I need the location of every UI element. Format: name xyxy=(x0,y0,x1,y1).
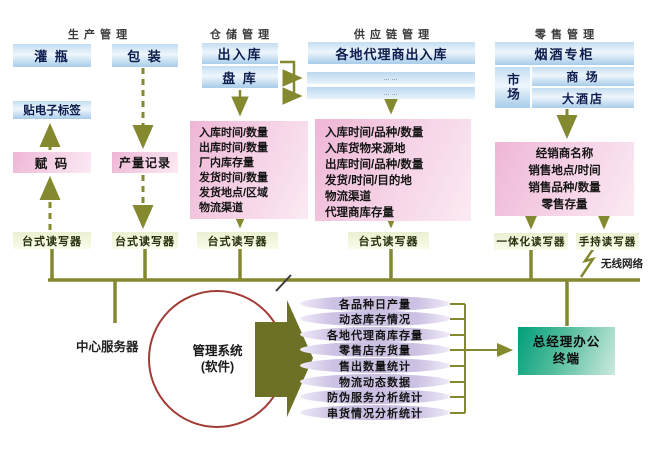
manager-terminal-box: 总经理办公 终端 xyxy=(518,327,615,375)
output-item: 串货情况分析统计 xyxy=(300,405,450,420)
central-server-label: 中心服务器 xyxy=(76,340,139,354)
reader-desktop-1: 台式读写器 xyxy=(13,232,91,249)
management-system-line1: 管理系统 xyxy=(192,344,243,358)
box-warehouse-inout: 出入库 xyxy=(202,43,278,64)
cell-hotel: 大酒店 xyxy=(532,88,634,108)
header-production: 生 产 管 理 xyxy=(67,29,129,41)
output-bracket xyxy=(450,303,513,414)
output-item: 物流动态数据 xyxy=(300,374,450,389)
panel-line: 经销商名称 xyxy=(535,148,594,160)
reader-handheld: 手持读写器 xyxy=(576,233,639,250)
output-item: 售出数量统计 xyxy=(300,358,450,373)
panel-line: 发货/时间/目的地 xyxy=(325,175,412,187)
box-liquor-counter: 烟酒专柜 xyxy=(495,42,634,65)
panel-line: 发货地点/区域 xyxy=(199,187,269,199)
box-coding: 赋 码 xyxy=(13,152,91,173)
management-system-line2: (软件) xyxy=(200,360,235,374)
box-output-record: 产量记录 xyxy=(112,152,178,173)
header-supply-chain: 供 应 链 管 理 xyxy=(353,29,431,41)
panel-supply-data: 入库时间/品种/数量 入库货物来源地 出库时间/品种/数量 发货/时间/目的地 … xyxy=(315,119,471,221)
box-stocktake: 盘 库 xyxy=(202,66,278,88)
panel-line: 零售存量 xyxy=(541,199,588,211)
panel-line: 厂内库存量 xyxy=(199,157,254,169)
wireless-network-label: 无线网络 xyxy=(601,258,643,270)
panel-line: 销售品种/数量 xyxy=(528,182,601,194)
panel-line: 入库时间/品种/数量 xyxy=(325,127,424,139)
output-item: 零售店存货量 xyxy=(300,342,450,357)
output-item: 动态库存情况 xyxy=(300,311,450,326)
panel-line: 出库时间/品种/数量 xyxy=(325,159,424,171)
box-attach-tag: 贴电子标签 xyxy=(13,101,91,119)
panel-line: 代理商库存量 xyxy=(325,207,394,219)
panel-line: 发货时间/数量 xyxy=(199,172,269,184)
box-packaging: 包 装 xyxy=(112,44,178,67)
reader-desktop-2: 台式读写器 xyxy=(112,232,178,249)
cell-market: 市场 xyxy=(495,67,530,108)
panel-retail-data: 经销商名称 销售地点/时间 销售品种/数量 零售存量 xyxy=(495,142,634,216)
reader-integrated: 一体化读写器 xyxy=(494,233,568,250)
output-item: 防伪服务分析统计 xyxy=(300,389,450,404)
panel-line: 物流渠道 xyxy=(325,191,371,203)
reader-desktop-3: 台式读写器 xyxy=(197,232,278,249)
box-agent-inout: 各地代理商出入库 xyxy=(308,42,475,64)
panel-line: 入库货物来源地 xyxy=(325,143,406,155)
output-item: 各品种日产量 xyxy=(300,296,450,311)
cell-mall: 商 场 xyxy=(532,67,634,86)
panel-warehouse-data: 入库时间/数量 出库时间/数量 厂内库存量 发货时间/数量 发货地点/区域 物流… xyxy=(190,121,308,219)
panel-line: 物流渠道 xyxy=(199,202,243,214)
manager-terminal-line2: 终端 xyxy=(552,352,580,366)
management-system-label: 管理系统 (软件) xyxy=(160,343,275,375)
bus-break-mark xyxy=(275,274,292,292)
agent-bar-2: …… xyxy=(307,87,475,99)
output-item: 各地代理商库存量 xyxy=(300,327,450,342)
panel-line: 出库时间/数量 xyxy=(199,142,269,154)
agent-bar-1: …… xyxy=(307,72,475,84)
manager-terminal-line1: 总经理办公 xyxy=(532,335,601,349)
reader-desktop-4: 台式读写器 xyxy=(348,232,429,249)
header-warehouse: 仓 储 管 理 xyxy=(209,29,271,41)
panel-line: 销售地点/时间 xyxy=(528,165,601,177)
panel-line: 入库时间/数量 xyxy=(199,127,269,139)
box-filling: 灌 瓶 xyxy=(13,44,91,67)
header-retail: 零 售 管 理 xyxy=(534,29,596,41)
